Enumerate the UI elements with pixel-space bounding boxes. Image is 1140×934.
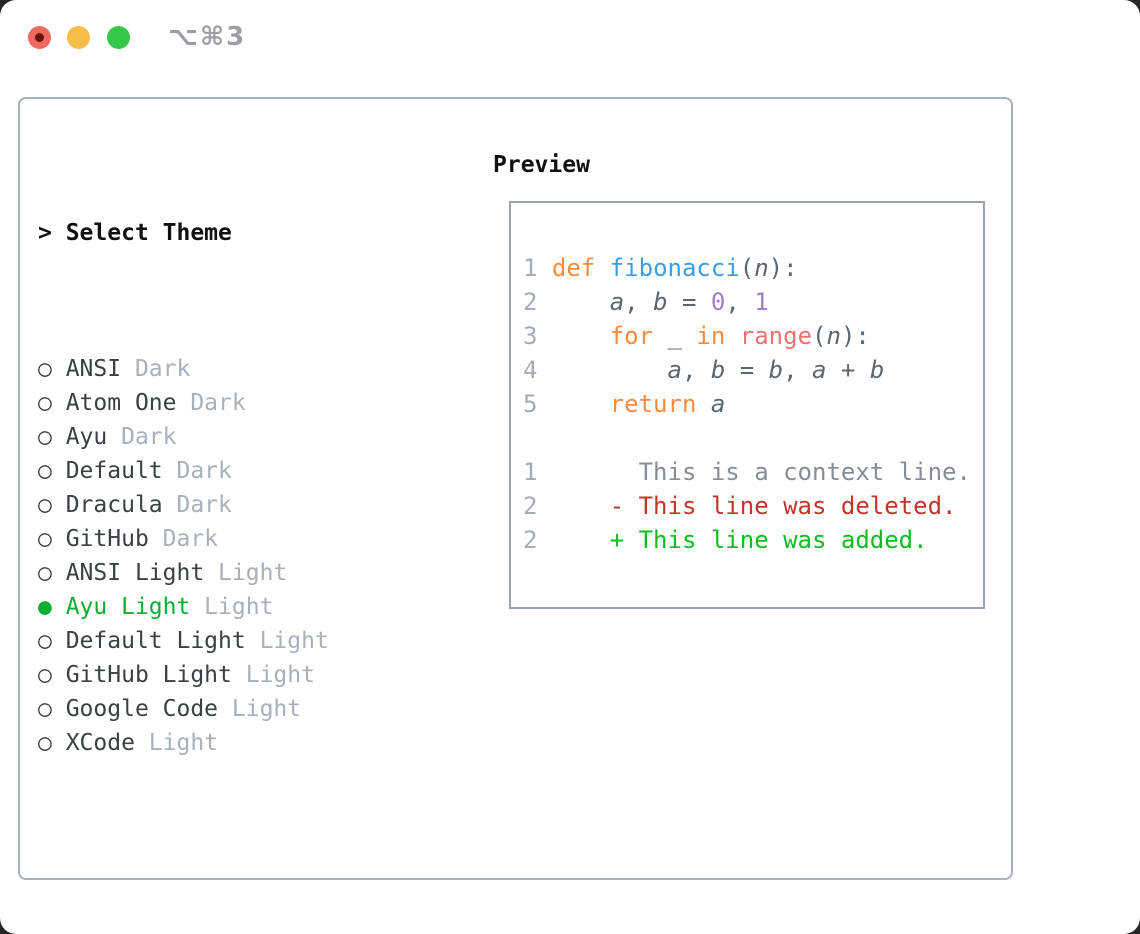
- code-preview: 1 def fibonacci(n): 2 a, b = 0, 1 3 for _ …: [511, 203, 983, 557]
- theme-selector-column: > Select Theme ○ ANSI Dark○ Atom One Dar…: [38, 148, 426, 934]
- radio-unselected-icon: ○: [38, 356, 66, 382]
- radio-unselected-icon: ○: [38, 526, 66, 552]
- theme-variant: Light: [190, 594, 274, 620]
- theme-option-ansi-light[interactable]: ○ ANSI Light Light: [38, 556, 426, 590]
- theme-list: ○ ANSI Dark○ Atom One Dark○ Ayu Dark○ De…: [38, 352, 426, 760]
- radio-unselected-icon: ○: [38, 560, 66, 586]
- theme-option-dracula[interactable]: ○ Dracula Dark: [38, 488, 426, 522]
- code-line: 2 - This line was deleted.: [523, 492, 957, 520]
- theme-option-default-light[interactable]: ○ Default Light Light: [38, 624, 426, 658]
- theme-option-google-code[interactable]: ○ Google Code Light: [38, 692, 426, 726]
- code-line: 4 a, b = b, a + b: [523, 356, 885, 384]
- theme-name: Ayu Light: [65, 594, 191, 620]
- theme-option-ansi[interactable]: ○ ANSI Dark: [38, 352, 426, 386]
- code-line: 3 for _ in range(n):: [523, 322, 870, 350]
- theme-option-ayu-light[interactable]: ● Ayu Light Light: [38, 590, 426, 624]
- theme-option-xcode[interactable]: ○ XCode Light: [38, 726, 426, 760]
- radio-unselected-icon: ○: [38, 458, 66, 484]
- theme-name: XCode: [65, 730, 135, 756]
- theme-variant: Light: [218, 696, 302, 722]
- code-line: 1 def fibonacci(n):: [523, 254, 798, 282]
- theme-name: ANSI Light: [65, 560, 205, 586]
- spacer: [38, 862, 426, 896]
- window-title-shortcut: ⌥⌘3: [168, 22, 247, 52]
- theme-variant: Dark: [148, 526, 219, 552]
- code-line: 2 + This line was added.: [523, 526, 928, 554]
- code-line: 2 a, b = 0, 1: [523, 288, 769, 316]
- titlebar: ⌥⌘3: [0, 0, 1140, 75]
- radio-unselected-icon: ○: [38, 662, 66, 688]
- theme-variant: Light: [231, 662, 315, 688]
- theme-name: Google Code: [65, 696, 219, 722]
- theme-option-default[interactable]: ○ Default Dark: [38, 454, 426, 488]
- theme-option-ayu[interactable]: ○ Ayu Dark: [38, 420, 426, 454]
- code-line: 1 This is a context line.: [523, 458, 971, 486]
- code-line: 5 return a: [523, 390, 726, 418]
- preview-title: Preview: [493, 152, 590, 178]
- radio-unselected-icon: ○: [38, 424, 66, 450]
- theme-option-github-light[interactable]: ○ GitHub Light Light: [38, 658, 426, 692]
- theme-variant: Dark: [121, 356, 191, 382]
- radio-unselected-icon: ○: [38, 390, 66, 416]
- close-button[interactable]: [28, 26, 51, 49]
- theme-option-github[interactable]: ○ GitHub Dark: [38, 522, 426, 556]
- theme-variant: Light: [134, 730, 219, 756]
- theme-name: GitHub Light: [65, 662, 232, 688]
- zoom-button[interactable]: [107, 26, 130, 49]
- theme-name: ANSI: [65, 356, 122, 382]
- theme-variant: Dark: [162, 492, 232, 518]
- radio-unselected-icon: ○: [38, 730, 66, 756]
- theme-picker-panel: > Select Theme ○ ANSI Dark○ Atom One Dar…: [18, 97, 1013, 880]
- radio-unselected-icon: ○: [38, 696, 66, 722]
- select-theme-title: Select Theme: [65, 220, 232, 246]
- theme-name: Ayu: [65, 424, 108, 450]
- code-line: [523, 421, 983, 455]
- select-theme-header: > Select Theme: [38, 216, 426, 250]
- theme-name: Atom One: [65, 390, 177, 416]
- preview-pane: 1 def fibonacci(n): 2 a, b = 0, 1 3 for _ …: [509, 201, 985, 609]
- theme-name: Default: [65, 458, 163, 484]
- theme-name: Default Light: [65, 628, 246, 654]
- theme-variant: Light: [204, 560, 288, 586]
- theme-option-atom-one[interactable]: ○ Atom One Dark: [38, 386, 426, 420]
- theme-name: GitHub: [65, 526, 149, 552]
- theme-variant: Light: [245, 628, 329, 654]
- radio-unselected-icon: ○: [38, 492, 66, 518]
- theme-variant: Dark: [162, 458, 232, 484]
- theme-variant: Dark: [107, 424, 177, 450]
- theme-name: Dracula: [65, 492, 163, 518]
- radio-unselected-icon: ○: [38, 628, 66, 654]
- theme-variant: Dark: [176, 390, 246, 416]
- prompt-chevron-icon: >: [38, 220, 66, 246]
- radio-selected-icon: ●: [38, 594, 66, 620]
- minimize-button[interactable]: [67, 26, 90, 49]
